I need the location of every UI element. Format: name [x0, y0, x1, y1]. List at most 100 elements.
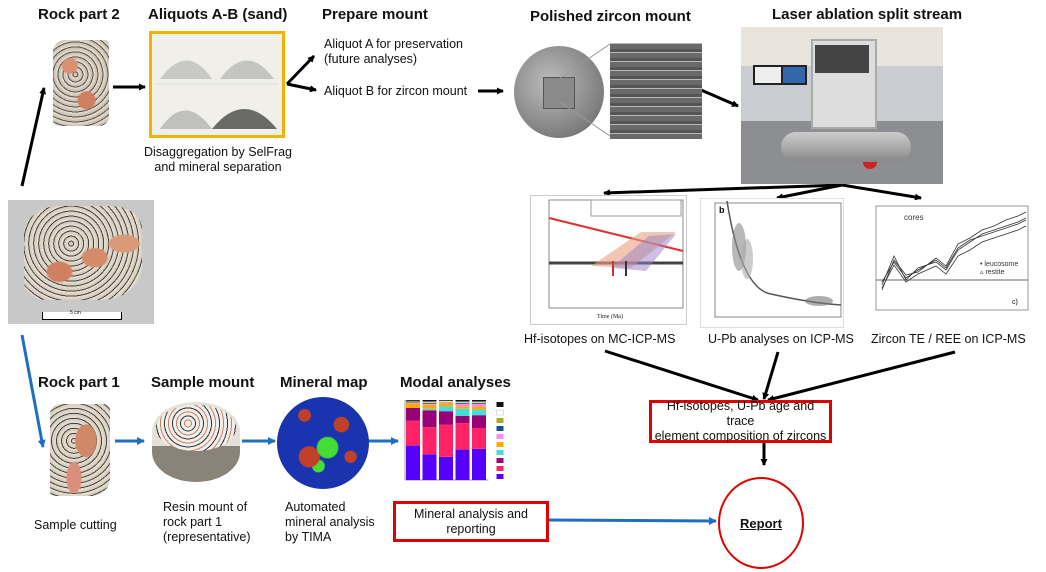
rock-part-1-photo — [50, 404, 110, 496]
title-aliquots: Aliquots A-B (sand) — [148, 6, 288, 23]
modal-bar-segment-m1-S5 — [472, 448, 486, 480]
ree-legend-2: ▵ restite — [980, 269, 1005, 276]
mineral-analysis-box: Mineral analysis and reporting — [393, 501, 549, 542]
arrow-laser-to-ree — [841, 183, 922, 201]
modal-bar-segment-m8-S1 — [406, 400, 420, 402]
disaggregation-label: Disaggregation by SelFrag and mineral se… — [140, 145, 296, 175]
modal-bar-segment-m10-S3 — [439, 400, 453, 401]
arrow-aliquots-to-a — [285, 54, 316, 86]
sample-chamber — [781, 132, 911, 162]
ree-legend-1: • leucosome — [980, 261, 1018, 268]
scale-bar-label: 5 cm — [70, 310, 81, 316]
modal-bar-segment-m4-S5 — [472, 409, 486, 416]
ree-patterns — [881, 211, 1027, 291]
modal-analyses-chart — [404, 400, 504, 481]
tima-line-3: by TIMA — [285, 530, 332, 544]
tima-line-2: mineral analysis — [285, 515, 375, 529]
title-prepare-mount: Prepare mount — [322, 6, 428, 23]
modal-bar-segment-m8-S3 — [439, 401, 453, 403]
title-mineral-map: Mineral map — [280, 374, 368, 391]
aliquot-a-line-1: Aliquot A for preservation — [324, 37, 463, 51]
rock-sample-photo: 5 cm — [8, 200, 154, 324]
modal-bar-segment-m9-S4 — [455, 401, 470, 403]
modal-bar-segment-m10-S4 — [455, 400, 470, 402]
title-modal-analyses: Modal analyses — [400, 374, 511, 391]
modal-bar-segment-m4-S2 — [422, 408, 437, 411]
scale-bar — [42, 312, 122, 320]
zircon-results-line-1: Hf-isotopes, U-Pb age and trace — [666, 399, 815, 428]
aliquot-b-label: Aliquot B for zircon mount — [324, 84, 468, 98]
rock-part-2-photo — [53, 40, 109, 126]
resin-line-1: Resin mount of — [163, 500, 248, 514]
modal-bar-segment-m1-S2 — [422, 454, 437, 480]
aliquots-sand-photo — [149, 31, 285, 138]
modal-legend-swatch-m2 — [496, 466, 504, 471]
aliquot-a-label: Aliquot A for preservation (future analy… — [324, 37, 463, 67]
title-rock-part-2: Rock part 2 — [38, 6, 120, 23]
rock-body — [24, 206, 142, 300]
modal-bar-segment-m3-S4 — [455, 416, 470, 424]
modal-bar-segment-m1-S3 — [439, 456, 453, 480]
modal-bar-segment-m7-S2 — [422, 403, 437, 404]
ree-caption: Zircon TE / REE on ICP-MS — [871, 332, 1026, 346]
modal-bar-segment-m2-S1 — [406, 420, 420, 446]
modal-legend-swatch-m8 — [496, 418, 504, 423]
modal-bar-segment-m6-S3 — [439, 402, 453, 404]
modal-bar-segment-m9-S5 — [472, 401, 486, 403]
modal-bar-segment-m6-S1 — [406, 402, 420, 404]
laser-ablation-photo — [741, 27, 943, 184]
modal-bar-segment-m4-S3 — [439, 406, 453, 412]
modal-bar-segment-m1-S1 — [406, 445, 420, 480]
modal-bar-segment-m2-S5 — [472, 428, 486, 449]
mineral-map-image — [277, 397, 369, 489]
arrow-hf-to-box — [604, 349, 759, 402]
hf-plot-svg — [548, 199, 684, 309]
modal-legend-swatch-m9 — [496, 409, 504, 416]
modal-legend-swatch-m5 — [496, 442, 504, 447]
tima-line-1: Automated — [285, 500, 346, 514]
report-node: Report — [718, 477, 804, 569]
arrow-laser-to-upb — [776, 183, 843, 201]
modal-bar-segment-m4-S4 — [455, 408, 470, 416]
title-polished-mount: Polished zircon mount — [530, 8, 691, 25]
modal-bar-segment-m9-S2 — [422, 401, 437, 403]
hf-legend — [590, 199, 682, 217]
arrow-laser-to-hf — [603, 183, 843, 197]
sample-cutting-label: Sample cutting — [34, 518, 117, 532]
modal-bar-segment-m10-S5 — [472, 400, 486, 402]
modal-bar-segment-m5-S4 — [455, 406, 470, 409]
resin-line-3: (representative) — [163, 530, 251, 544]
modal-bar-segment-m9-S3 — [439, 400, 453, 402]
mount-sample-square — [543, 77, 575, 109]
modal-legend-swatch-m6 — [496, 434, 504, 439]
zircon-results-line-2: element composition of zircons — [654, 429, 827, 443]
mineral-report-line-2: reporting — [446, 521, 496, 536]
zircon-results-box: Hf-isotopes, U-Pb age and trace element … — [649, 399, 832, 443]
report-label: Report — [740, 515, 782, 531]
ree-title: cores — [904, 213, 924, 222]
modal-legend-swatch-m4 — [496, 450, 504, 455]
mineral-report-line-1: Mineral analysis and — [414, 506, 528, 521]
zoom-lines — [560, 43, 610, 137]
modal-bar-segment-m8-S2 — [422, 402, 437, 404]
upb-panel-label: b — [719, 205, 725, 215]
arrow-upb-to-box — [762, 351, 780, 400]
modal-bar-segment-m8-S5 — [472, 402, 486, 404]
disagg-line-1: Disaggregation by SelFrag — [144, 145, 292, 159]
modal-bar-segment-m5-S5 — [472, 406, 486, 410]
modal-legend-swatch-m3 — [496, 458, 504, 463]
ree-plot-svg: cores c) • leucosome ▵ restite — [875, 205, 1029, 311]
modal-bar-segment-m8-S4 — [455, 402, 470, 404]
upb-concordia-plot: b — [700, 198, 844, 328]
title-laser-ablation: Laser ablation split stream — [772, 6, 963, 23]
modal-bar-segment-m6-S5 — [472, 404, 486, 407]
arrow-big-rock-to-rock1 — [20, 334, 46, 448]
resin-mount-top — [156, 405, 236, 451]
arrow-aliquots-to-b — [286, 82, 317, 93]
monitor-1 — [753, 65, 783, 85]
modal-bar-segment-m7-S4 — [455, 403, 470, 404]
monitor-2 — [781, 65, 807, 85]
modal-bar-segment-m3-S5 — [472, 415, 486, 428]
hf-isotope-plot: Time (Ma) — [530, 195, 687, 325]
title-sample-mount: Sample mount — [151, 374, 255, 391]
